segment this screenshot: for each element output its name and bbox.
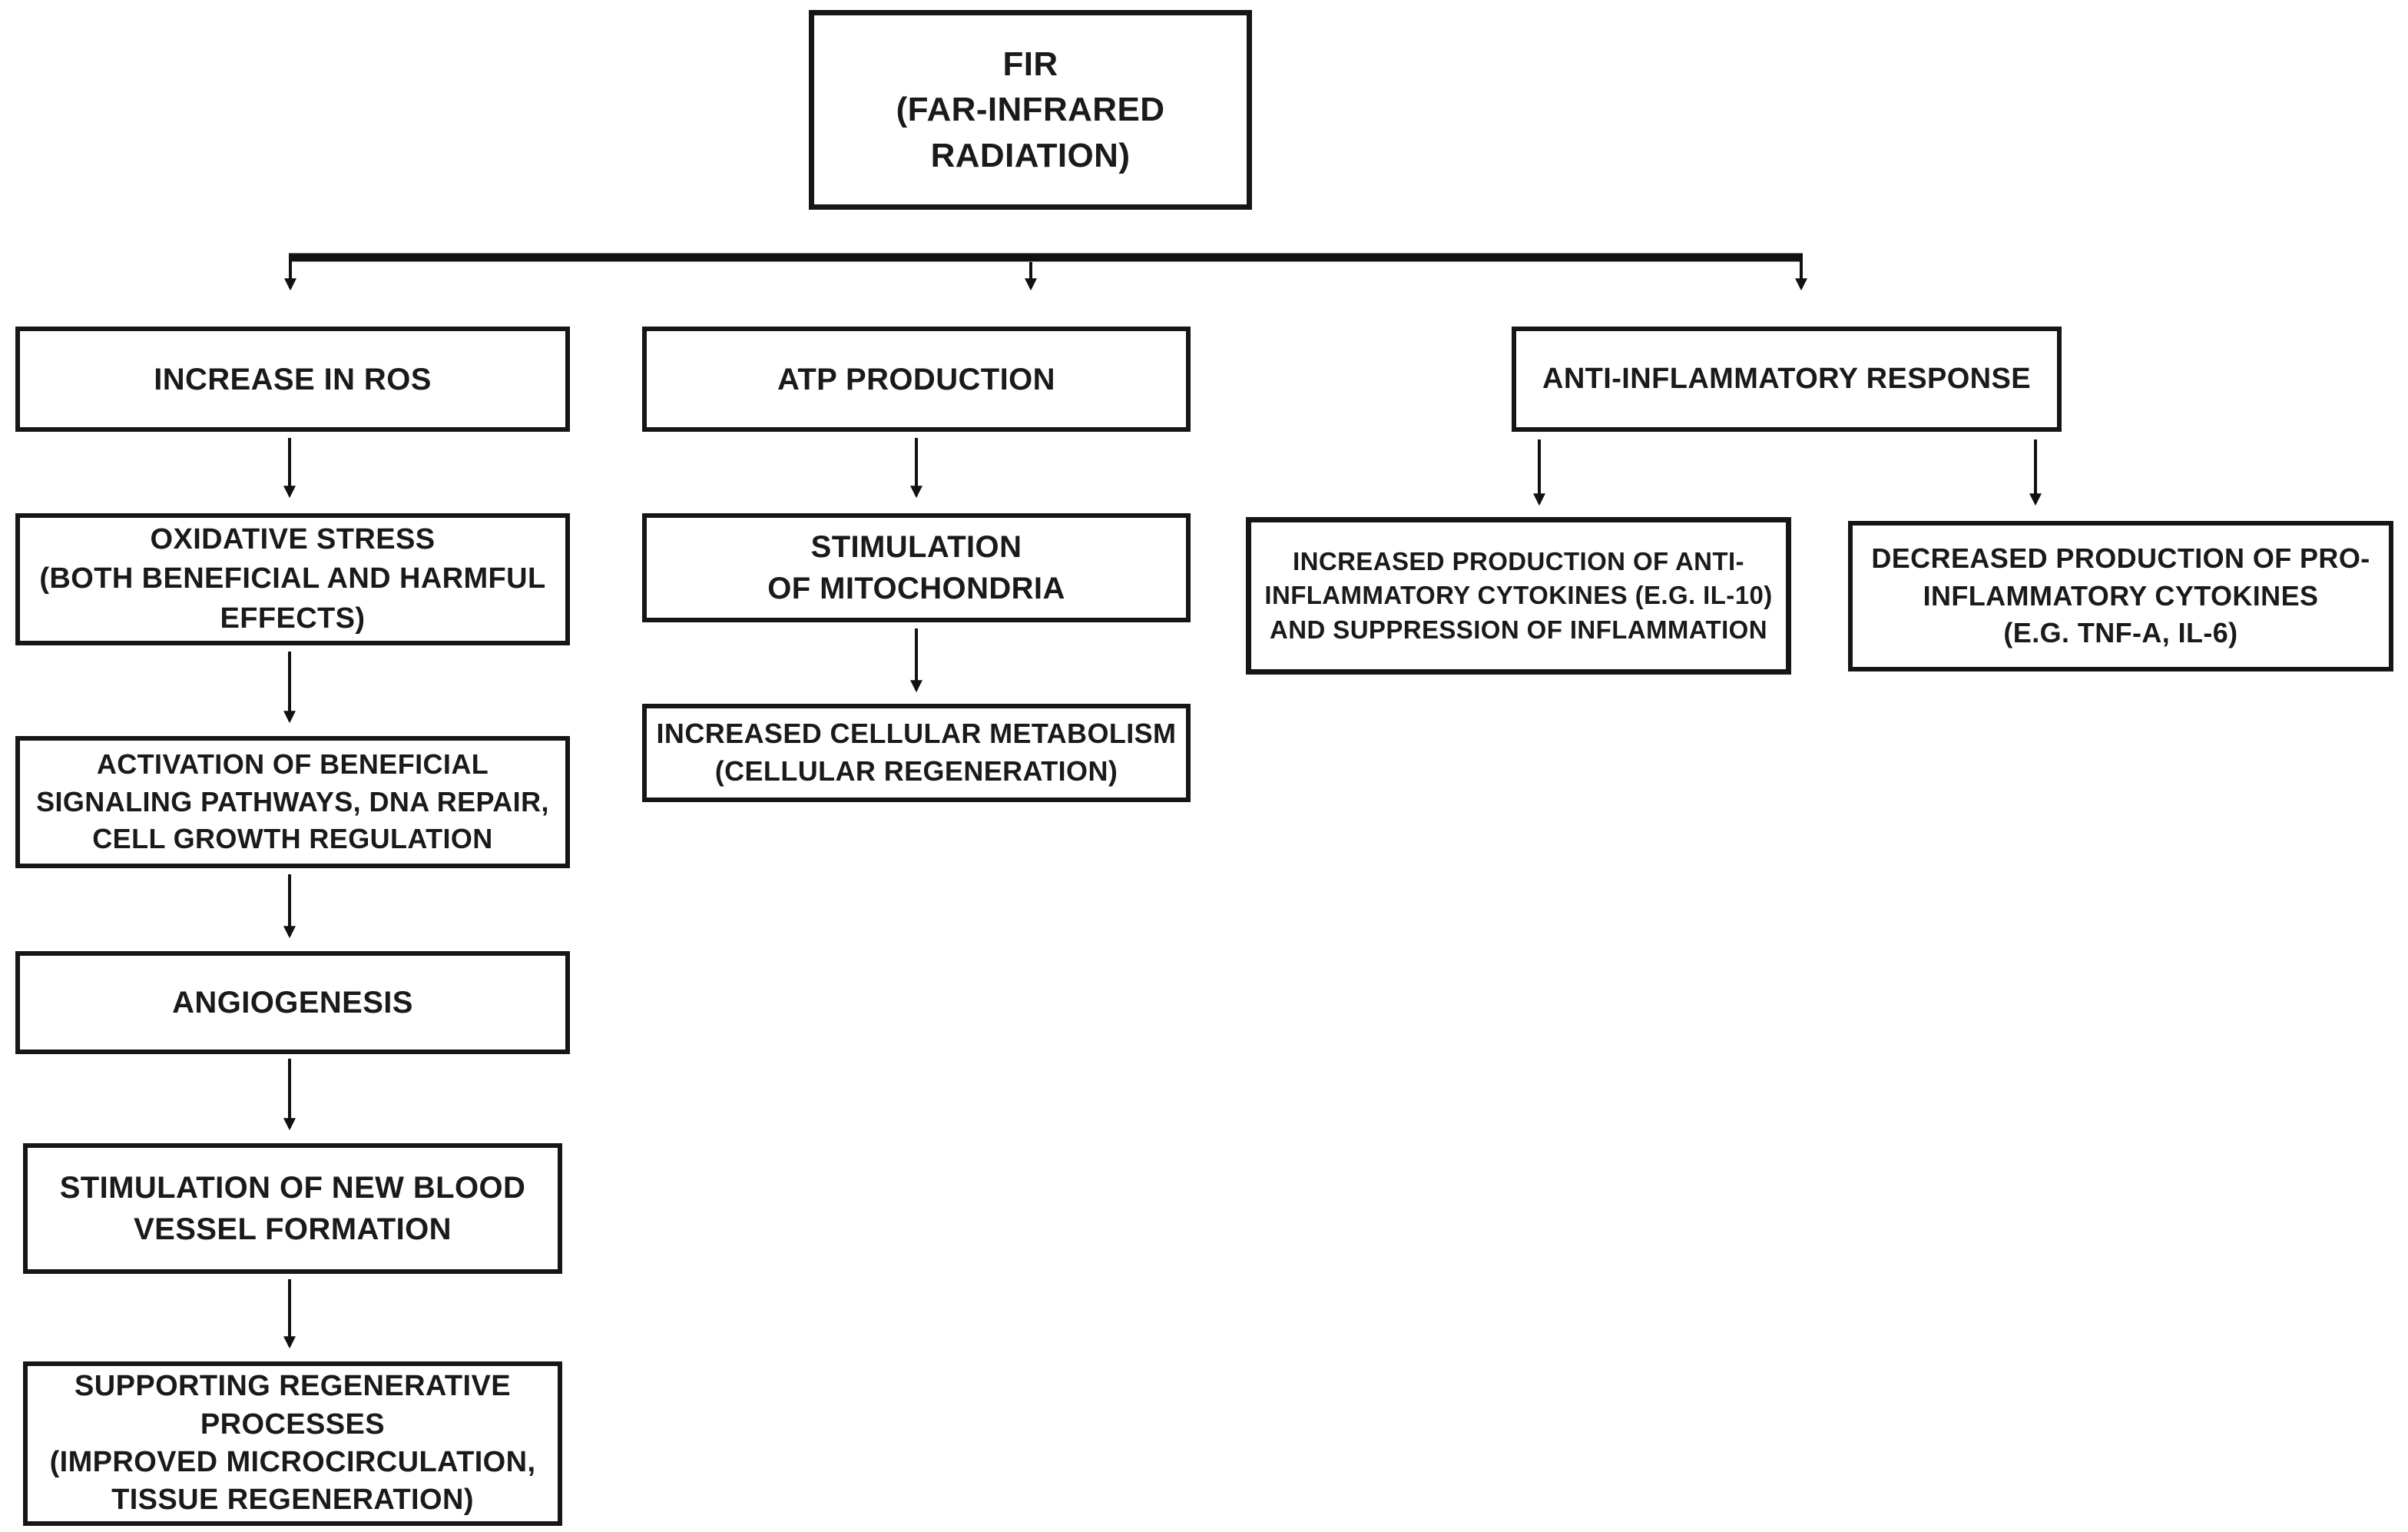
node-regenerative-processes: SUPPORTING REGENERATIVE PROCESSES (IMPRO… — [23, 1361, 562, 1526]
node-cellular-metabolism: INCREASED CELLULAR METABOLISM (CELLULAR … — [642, 704, 1191, 802]
node-anti-inflammatory-cytokines: INCREASED PRODUCTION OF ANTI- INFLAMMATO… — [1246, 517, 1791, 675]
node-oxidative-stress: OXIDATIVE STRESS (BOTH BENEFICIAL AND HA… — [15, 513, 570, 645]
node-activation-signaling: ACTIVATION OF BENEFICIAL SIGNALING PATHW… — [15, 736, 570, 868]
node-pro-inflammatory-cytokines: DECREASED PRODUCTION OF PRO- INFLAMMATOR… — [1848, 521, 2393, 671]
node-anti-inflammatory-response: ANTI-INFLAMMATORY RESPONSE — [1512, 327, 2062, 432]
node-atp-production: ATP PRODUCTION — [642, 327, 1191, 432]
node-stimulation-of-mitochondria: STIMULATION OF MITOCHONDRIA — [642, 513, 1191, 622]
node-increase-in-ros: INCREASE IN ROS — [15, 327, 570, 432]
node-angiogenesis: ANGIOGENESIS — [15, 951, 570, 1054]
node-fir: FIR (FAR-INFRARED RADIATION) — [809, 10, 1252, 210]
node-new-blood-vessel-formation: STIMULATION OF NEW BLOOD VESSEL FORMATIO… — [23, 1143, 562, 1274]
